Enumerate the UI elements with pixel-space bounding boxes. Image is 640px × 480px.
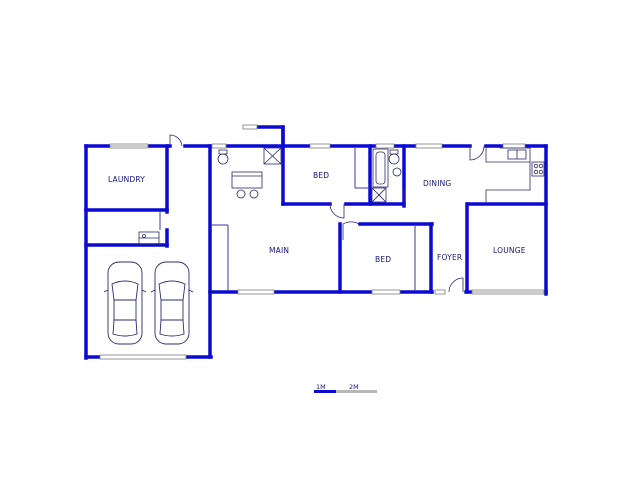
- window-icon: [375, 143, 395, 149]
- room-label-dining: DINING: [423, 179, 451, 188]
- doors: [169, 134, 485, 293]
- window-icon: [371, 289, 401, 295]
- car-icon: [103, 261, 147, 345]
- room-label-lounge: LOUNGE: [493, 246, 526, 255]
- garage-door: [99, 354, 187, 360]
- window-icon: [434, 289, 446, 295]
- door-swing-icon: [448, 277, 464, 293]
- room-label-bed-2: BED: [375, 255, 391, 264]
- window-icon: [502, 143, 526, 149]
- door-swing-icon: [342, 221, 360, 240]
- window-icon: [211, 143, 227, 149]
- room-labels: LAUNDRY BED DINING MAIN BED FOYER LOUNGE: [108, 171, 526, 264]
- scale-label-2m: 2M: [349, 383, 359, 391]
- washing-machine-icon: [138, 231, 160, 245]
- basin-icon: [231, 171, 263, 199]
- scale-segment-1: [314, 390, 336, 393]
- basin-icon: [392, 167, 402, 177]
- room-label-laundry: LAUNDRY: [108, 175, 145, 184]
- partitions: [159, 147, 416, 291]
- scale-segment-2: [336, 390, 377, 393]
- door-swing-icon: [169, 134, 183, 147]
- room-label-bed-1: BED: [313, 171, 329, 180]
- window-icon: [242, 124, 258, 130]
- sink-icon: [507, 149, 527, 160]
- fixtures: [138, 147, 545, 245]
- toilet-icon: [388, 149, 400, 165]
- window-icon: [415, 143, 443, 149]
- door-swing-icon: [329, 203, 345, 219]
- windows: [99, 124, 545, 360]
- window-icon: [237, 289, 275, 295]
- kitchen-counter: [485, 148, 531, 202]
- car-icon: [150, 261, 194, 345]
- kitchen-counter-outer: [500, 147, 531, 162]
- room-label-foyer: FOYER: [437, 253, 462, 262]
- scale-bar: 1M 2M: [314, 383, 377, 393]
- scale-label-1m: 1M: [316, 383, 326, 391]
- window-icon: [309, 143, 331, 149]
- room-label-main: MAIN: [269, 246, 289, 255]
- shower-icon: [371, 187, 387, 203]
- door-swing-icon: [469, 145, 485, 161]
- shower-icon: [263, 147, 282, 165]
- toilet-icon: [217, 149, 229, 165]
- bathtub-icon: [372, 148, 389, 188]
- stove-icon: [531, 161, 545, 177]
- wall-bath1-notch: [244, 125, 285, 148]
